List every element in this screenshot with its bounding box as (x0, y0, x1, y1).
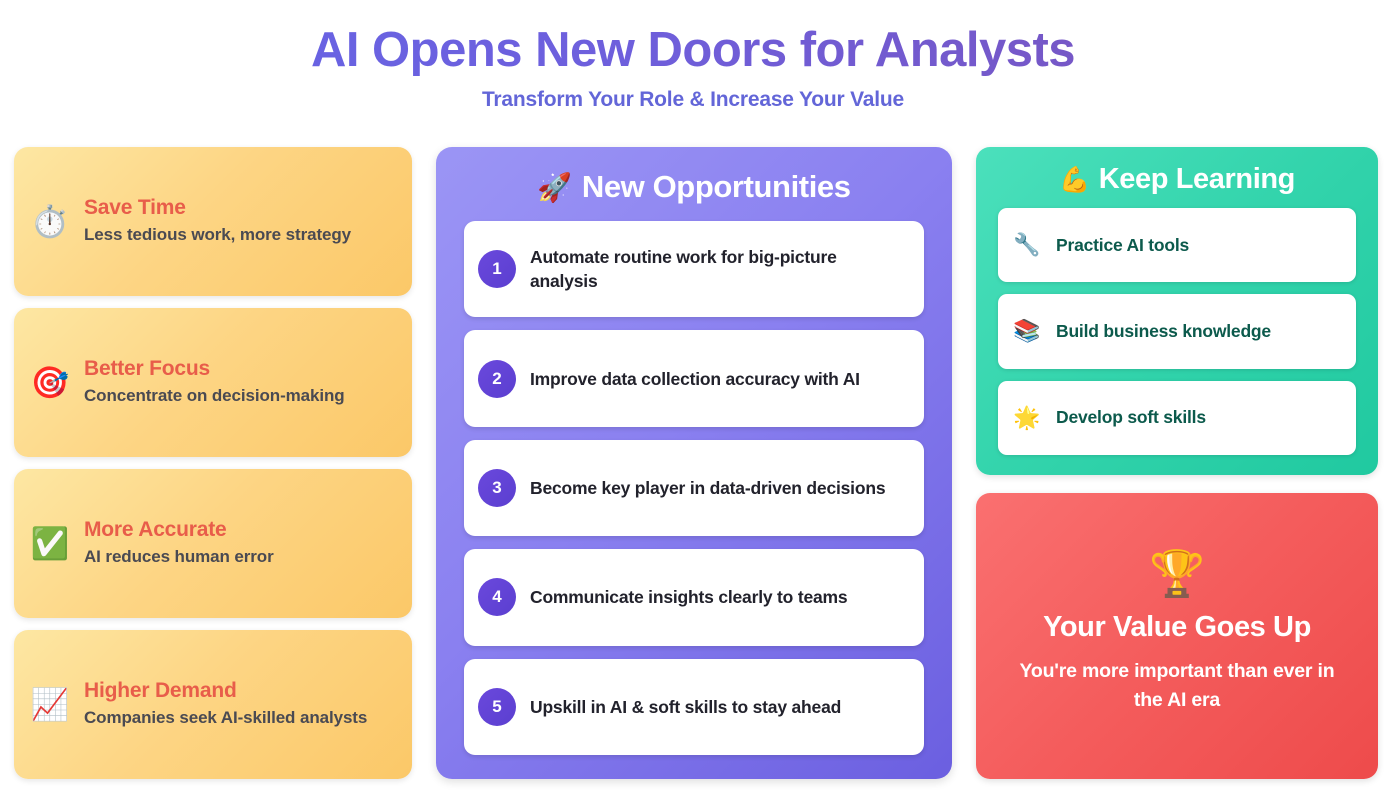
benefit-card-text: Higher Demand Companies seek AI-skilled … (84, 678, 394, 731)
opportunity-number-badge: 3 (478, 469, 516, 508)
benefit-card-title: Higher Demand (84, 679, 237, 703)
benefit-card: ⏱️ Save Time Less tedious work, more str… (14, 147, 412, 296)
benefit-card-description: AI reduces human error (84, 547, 274, 567)
value-callout-panel: 🏆 Your Value Goes Up You're more importa… (976, 493, 1378, 779)
benefit-card-title: More Accurate (84, 518, 227, 542)
value-callout-description: You're more important than ever in the A… (1019, 660, 1335, 711)
opportunity-text: Communicate insights clearly to teams (530, 587, 848, 608)
opportunity-number-badge: 5 (478, 687, 516, 726)
chart-increasing-icon: 📈 (30, 687, 70, 722)
benefit-card-text: More Accurate AI reduces human error (84, 517, 394, 570)
list-item: 🔧 Practice AI tools (998, 208, 1356, 283)
opportunities-list: 1 Automate routine work for big-picture … (464, 221, 924, 756)
check-mark-icon: ✅ (30, 526, 70, 561)
opportunity-number-badge: 4 (478, 578, 516, 617)
list-item: 1 Automate routine work for big-picture … (464, 221, 924, 318)
benefit-card: 🎯 Better Focus Concentrate on decision-m… (14, 308, 412, 457)
opportunity-text: Upskill in AI & soft skills to stay ahea… (530, 696, 842, 717)
benefit-card-text: Better Focus Concentrate on decision-mak… (84, 356, 394, 409)
books-icon: 📚 (1013, 318, 1041, 344)
benefits-column: ⏱️ Save Time Less tedious work, more str… (14, 147, 412, 779)
glowing-star-icon: 🌟 (1013, 404, 1041, 430)
opportunity-number-badge: 2 (478, 359, 516, 398)
trophy-icon: 🏆 (1148, 548, 1206, 600)
list-item: 2 Improve data collection accuracy with … (464, 330, 924, 427)
opportunities-panel: 🚀 New Opportunities 1 Automate routine wo… (436, 147, 952, 779)
wrench-icon: 🔧 (1013, 232, 1041, 258)
list-item: 4 Communicate insights clearly to teams (464, 549, 924, 646)
dart-target-icon: 🎯 (30, 365, 70, 400)
opportunities-heading-label: New Opportunities (581, 169, 851, 204)
list-item: 📚 Build business knowledge (998, 294, 1356, 369)
list-item: 5 Upskill in AI & soft skills to stay ah… (464, 658, 924, 756)
opportunity-text: Become key player in data-driven decisio… (530, 477, 886, 498)
benefit-card: 📈 Higher Demand Companies seek AI-skille… (14, 630, 412, 779)
keep-learning-list: 🔧 Practice AI tools 📚 Build business kno… (998, 208, 1356, 455)
keep-learning-item-label: Develop soft skills (1056, 407, 1206, 428)
flexed-biceps-icon: 💪 (1059, 166, 1090, 194)
page-title: AI Opens New Doors for Analysts (0, 22, 1386, 80)
keep-learning-item-label: Build business knowledge (1056, 321, 1271, 342)
benefit-card-title: Save Time (84, 196, 186, 220)
stopwatch-icon: ⏱️ (30, 204, 70, 239)
benefit-card-description: Companies seek AI-skilled analysts (84, 708, 368, 728)
content-grid: ⏱️ Save Time Less tedious work, more str… (14, 147, 1378, 779)
keep-learning-heading-label: Keep Learning (1098, 163, 1296, 195)
list-item: 🌟 Develop soft skills (998, 380, 1356, 455)
keep-learning-heading: 💪 Keep Learning (998, 163, 1356, 196)
benefit-card: ✅ More Accurate AI reduces human error (14, 469, 412, 618)
rocket-icon: 🚀 (537, 172, 572, 203)
benefit-card-title: Better Focus (84, 357, 210, 381)
right-column: 💪 Keep Learning 🔧 Practice AI tools 📚 Bui… (976, 147, 1378, 779)
value-callout-title: Your Value Goes Up (1043, 611, 1311, 644)
opportunity-text: Automate routine work for big-picture an… (530, 247, 837, 292)
benefit-card-text: Save Time Less tedious work, more strate… (84, 195, 394, 248)
header: AI Opens New Doors for Analysts Transfor… (0, 0, 1386, 112)
page-subtitle: Transform Your Role & Increase Your Valu… (481, 87, 905, 111)
benefit-card-description: Less tedious work, more strategy (84, 225, 351, 245)
opportunities-heading: 🚀 New Opportunities (464, 169, 924, 205)
keep-learning-item-label: Practice AI tools (1056, 234, 1190, 255)
list-item: 3 Become key player in data-driven decis… (464, 439, 924, 537)
opportunity-text: Improve data collection accuracy with AI (530, 368, 860, 389)
keep-learning-panel: 💪 Keep Learning 🔧 Practice AI tools 📚 Bui… (976, 147, 1378, 475)
benefit-card-description: Concentrate on decision-making (84, 386, 345, 406)
opportunity-number-badge: 1 (478, 250, 516, 289)
